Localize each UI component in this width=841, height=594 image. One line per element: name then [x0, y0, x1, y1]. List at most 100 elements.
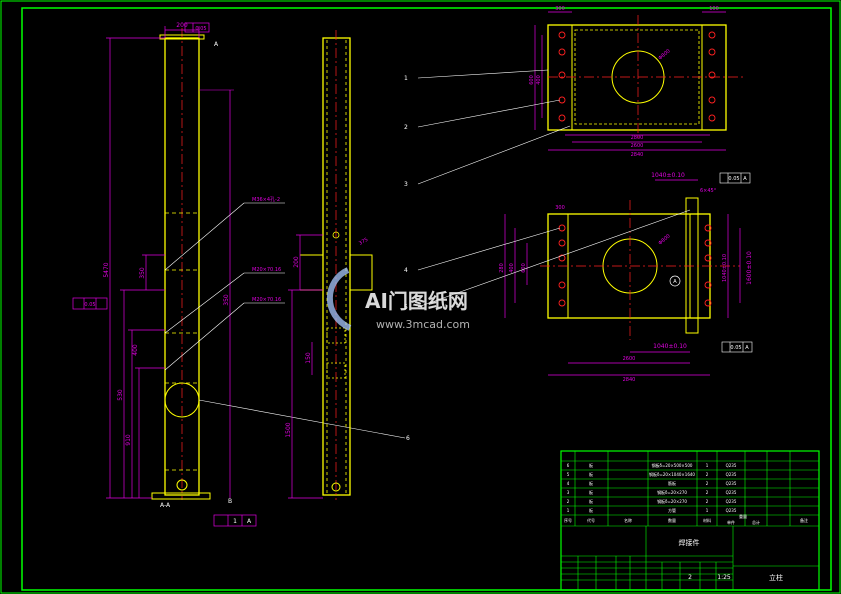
dim-total-height: 5470 — [103, 262, 110, 277]
top-width-mid: 2600 — [631, 143, 644, 149]
tolerance-frame-side: 0.05 — [72, 297, 108, 310]
sheet-number: 2 — [688, 574, 692, 581]
bottom-tol-frame-top: 0.05 A — [719, 172, 751, 184]
dim-top-width: 200 — [176, 22, 188, 29]
bottom-width-a: 300 — [555, 205, 565, 211]
dim-mid-2: 350 — [139, 267, 146, 279]
row-3-no: 4 — [567, 481, 570, 486]
balloon-5: 5 — [404, 304, 408, 311]
header-qty: 数量 — [668, 517, 676, 523]
bottom-dim-top: 1040±0.10 — [651, 172, 685, 179]
scale: 1:25 — [717, 574, 731, 581]
tol-side-value: 0.05 — [84, 302, 95, 308]
row-1-qty: 1 — [706, 463, 709, 468]
row-3-mat: Q235 — [726, 481, 737, 486]
side-dim-375: 375 — [358, 237, 369, 247]
dim-lower-1: 530 — [117, 389, 124, 401]
top-width-inner: 2800 — [631, 135, 644, 141]
row-5-mat: Q235 — [726, 499, 737, 504]
balloon-3: 3 — [404, 181, 408, 188]
row-4-no: 3 — [567, 490, 570, 495]
watermark-brand: AI门图纸网 — [365, 289, 468, 313]
balloon-6: 6 — [406, 435, 410, 442]
datum-b: B — [228, 498, 232, 505]
dim-lower-2: 910 — [125, 434, 132, 446]
row-4-mat: Q235 — [726, 490, 737, 495]
bottom-tol-frame-bottom: 0.05 A — [721, 341, 753, 353]
header-no: 序号 — [564, 517, 572, 523]
callout-3: M20×70.16 — [252, 297, 281, 303]
row-4-code: 板 — [589, 489, 593, 495]
bottom-section-mark: A — [673, 279, 677, 285]
top-left-gap: 300 — [555, 6, 565, 12]
side-dim-150: 150 — [305, 352, 312, 364]
row-3-name: 筋板 — [668, 480, 676, 486]
header-unit: 单件 — [727, 519, 735, 525]
row-1-no: 6 — [567, 463, 570, 468]
top-plan-view: 2840 2600 2800 300 100 600 400 Φ800 — [529, 6, 745, 158]
row-1-mat: Q235 — [726, 463, 737, 468]
bottom-hole-label: Φ800 — [657, 233, 671, 246]
row-6-name: 方管 — [668, 507, 676, 513]
callout-2: M20×70.16 — [252, 267, 281, 273]
row-5-name: 钢板δ=20×270 — [657, 498, 687, 504]
row-1-code: 板 — [589, 462, 593, 468]
bottom-width-b: 2600 — [623, 356, 636, 362]
bottom-width-total: 2840 — [623, 377, 636, 383]
row-6-qty: 1 — [706, 508, 709, 513]
tol-top-value: 0.05 — [195, 26, 206, 32]
row-6-mat: Q235 — [726, 508, 737, 513]
top-height-1: 600 — [529, 75, 535, 85]
watermark-logo-arc — [326, 267, 352, 331]
row-2-no: 5 — [567, 472, 570, 477]
datum-a-bottom: A — [247, 518, 252, 525]
datum-a-top: A — [214, 41, 219, 48]
bottom-tol-value-bottom: 0.05 — [730, 345, 741, 351]
bottom-dim-bottom: 1040±0.10 — [653, 343, 687, 350]
balloon-2: 2 — [404, 124, 408, 131]
top-right-gap: 100 — [709, 6, 719, 12]
row-1-name: 钢板δ=20×500×500 — [652, 462, 693, 468]
bottom-tol-value-top: 0.05 — [728, 176, 739, 182]
header-weight: 重量 — [739, 513, 747, 519]
header-remark: 备注 — [800, 517, 808, 523]
row-4-name: 钢板δ=20×270 — [657, 489, 687, 495]
bottom-dim-right-2: 1600±0.10 — [746, 251, 753, 285]
row-2-code: 板 — [589, 471, 593, 477]
row-2-qty: 2 — [706, 472, 709, 477]
callout-1: M36×4孔-2 — [252, 196, 280, 203]
balloon-1: 1 — [404, 75, 408, 82]
section-label-aa: A-A — [160, 502, 171, 509]
watermark: AI门图纸网 www.3mcad.com — [326, 267, 470, 331]
balloon-leaders — [417, 69, 691, 308]
bottom-height-b: 400 — [509, 263, 515, 273]
column-side-view: 1500 200 150 375 — [285, 30, 373, 500]
row-5-code: 板 — [589, 498, 593, 504]
company-name: 立柱 — [769, 573, 783, 582]
row-3-qty: 2 — [706, 481, 709, 486]
bottom-dim-right-1: 1040±0.10 — [722, 254, 728, 282]
tolerance-frame-bottom: 1 A B — [213, 498, 257, 527]
bottom-tol-ref-top: A — [743, 176, 747, 182]
bottom-height-a: 280 — [499, 263, 505, 273]
row-4-qty: 2 — [706, 490, 709, 495]
header-material: 材料 — [703, 517, 711, 523]
header-code: 代号 — [587, 517, 595, 523]
top-hole-label: Φ800 — [657, 48, 671, 61]
row-5-no: 2 — [567, 499, 570, 504]
top-width-total: 2840 — [631, 152, 644, 158]
top-height-2: 400 — [536, 75, 542, 85]
row-2-name: 钢板δ=20×1040×1640 — [649, 471, 695, 477]
dim-mid-3: 350 — [223, 294, 230, 306]
side-dim-1500: 1500 — [285, 422, 292, 437]
part-name: 焊接件 — [679, 538, 700, 547]
balloon-4: 4 — [404, 267, 408, 274]
row-6-code: 板 — [589, 507, 593, 513]
row-3-code: 板 — [589, 480, 593, 486]
column-front-view: 5470 530 910 400 350 350 200 0.05 A 0.05… — [72, 22, 406, 527]
header-name: 名称 — [624, 517, 632, 523]
header-total: 总计 — [752, 519, 760, 525]
row-2-mat: Q235 — [726, 472, 737, 477]
